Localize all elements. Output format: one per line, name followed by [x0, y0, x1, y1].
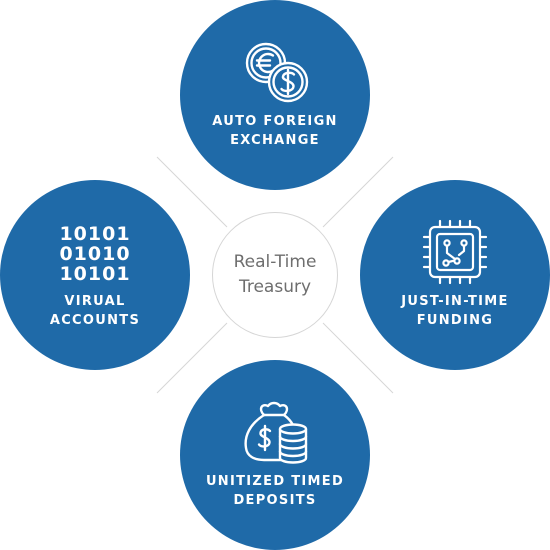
binary-row-3: 10101 — [59, 263, 130, 285]
connector-bottom-left — [156, 322, 228, 394]
connector-bottom-right — [322, 322, 394, 394]
money-bag-coins-icon — [244, 401, 308, 464]
label-line2: EXCHANGE — [230, 133, 320, 148]
label-line1: UNITIZED TIMED — [205, 474, 345, 489]
center-title-line1: Real-Time — [233, 252, 317, 272]
currency-exchange-icon — [245, 42, 309, 103]
connector-top-left — [156, 156, 228, 228]
label-line1: AUTO FOREIGN — [212, 114, 338, 129]
node-label: VIRUAL ACCOUNTS — [50, 292, 140, 330]
label-line2: DEPOSITS — [233, 493, 317, 508]
center-node: Real-Time Treasury — [212, 212, 338, 338]
label-line2: ACCOUNTS — [49, 313, 141, 328]
node-virual-accounts: 10101 01010 10101 VIRUAL ACCOUNTS — [0, 180, 190, 370]
node-just-in-time-funding: JUST-IN-TIME FUNDING — [360, 180, 550, 370]
center-title-line2: Treasury — [238, 277, 312, 297]
label-line1: VIRUAL — [64, 294, 126, 309]
connector-top-right — [322, 156, 394, 228]
node-label: UNITIZED TIMED DEPOSITS — [206, 472, 344, 510]
label-line1: JUST-IN-TIME — [401, 294, 509, 309]
binary-code-icon: 10101 01010 10101 — [59, 223, 130, 285]
binary-row-1: 10101 — [59, 223, 130, 245]
node-auto-foreign-exchange: AUTO FOREIGN EXCHANGE — [180, 0, 370, 190]
node-unitized-timed-deposits: UNITIZED TIMED DEPOSITS — [180, 360, 370, 550]
microchip-icon — [422, 219, 488, 285]
node-label: JUST-IN-TIME FUNDING — [401, 292, 508, 330]
node-label: AUTO FOREIGN EXCHANGE — [212, 112, 337, 150]
binary-row-2: 01010 — [59, 243, 130, 265]
label-line2: FUNDING — [416, 313, 494, 328]
